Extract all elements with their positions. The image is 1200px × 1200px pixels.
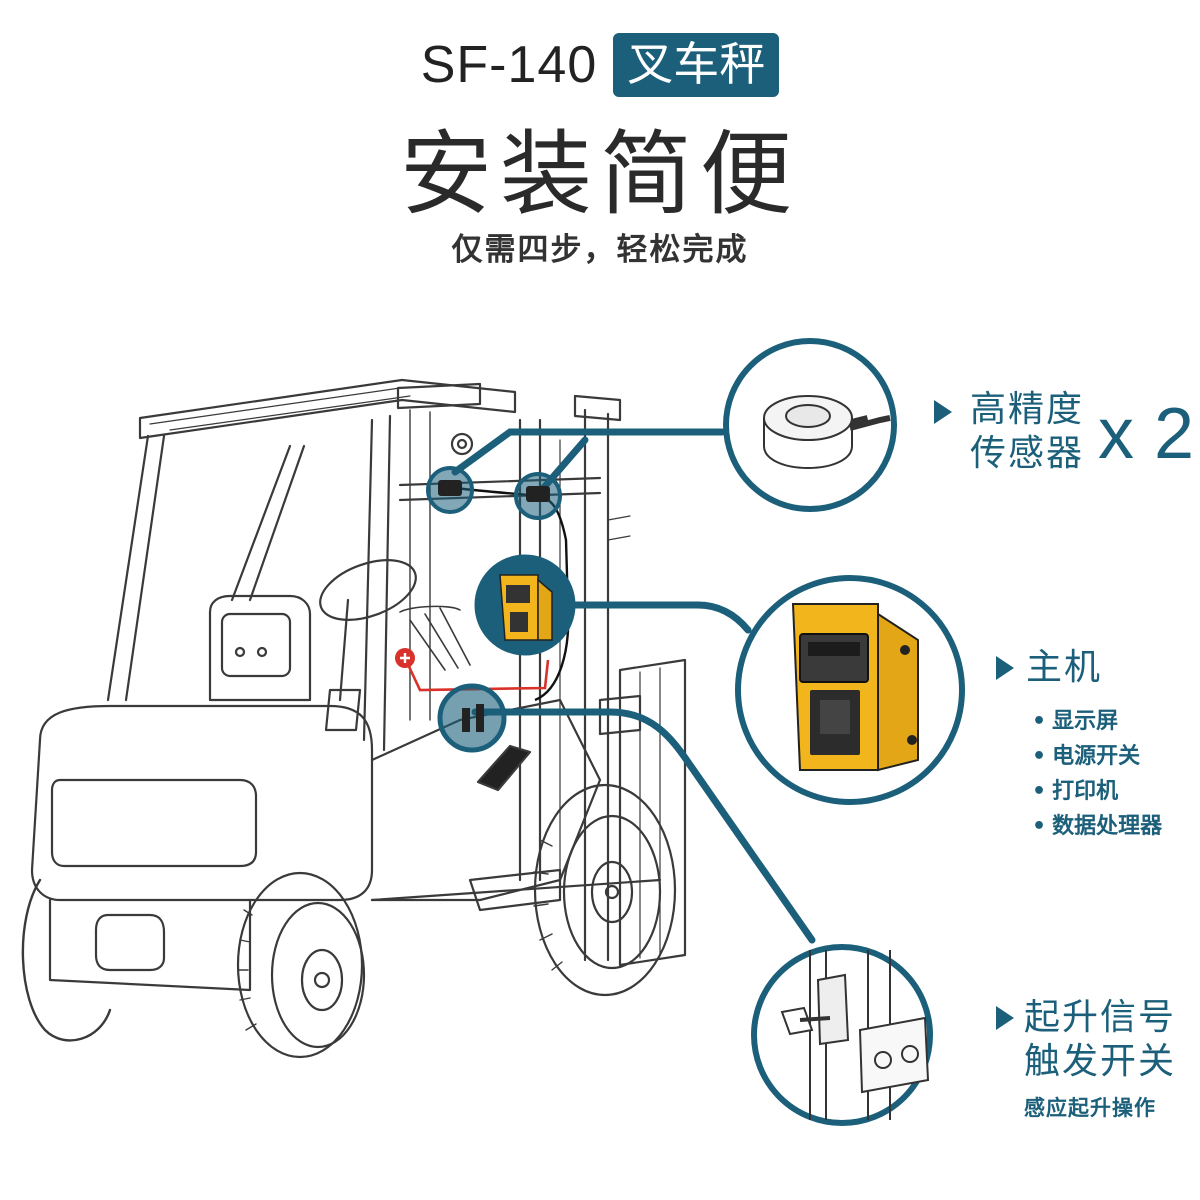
sensor-marker-right (514, 472, 562, 520)
host-feature-item: 显示屏 (1032, 704, 1162, 739)
host-detail-circle (735, 575, 965, 805)
host-feature-list: 显示屏 电源开关 打印机 数据处理器 (1032, 704, 1162, 844)
sensor-label-line2: 传感器 (970, 433, 1085, 474)
trigger-marker (437, 683, 507, 753)
page-title: 安装简便 (399, 121, 800, 228)
trigger-label-line2: 触发开关 (1024, 1041, 1177, 1082)
sensor-label-line1: 高精度 (970, 389, 1085, 430)
rear-wheel (21, 871, 366, 1059)
steering-wheel (319, 559, 417, 732)
trigger-arrow-icon (996, 1006, 1014, 1030)
sensor-quantity: x 2 (1098, 394, 1195, 474)
control-levers (399, 605, 471, 671)
sensor-marker-left (426, 466, 474, 514)
host-feature-item: 电源开关 (1032, 739, 1162, 774)
leader-lines (451, 428, 816, 944)
host-feature-item: 数据处理器 (1032, 809, 1162, 844)
trigger-label-line1: 起升信号 (1024, 997, 1177, 1038)
sensor-label: 高精度 传感器 (970, 388, 1084, 476)
front-wheel (533, 783, 677, 997)
host-label: 主机 (1026, 647, 1103, 688)
page-subtitle: 仅需四步，轻松完成 (451, 232, 749, 268)
host-feature-item: 打印机 (1032, 774, 1162, 809)
sensor-detail-circle (723, 338, 897, 512)
trigger-detail-circle (751, 944, 933, 1126)
host-arrow-icon (996, 656, 1014, 680)
product-badge: 叉车秤 (613, 33, 780, 97)
pedal (476, 744, 532, 792)
header-line: SF-140 叉车秤 (0, 30, 1200, 100)
model-number: SF-140 (420, 36, 598, 94)
forklift-body (30, 698, 662, 992)
seat (208, 594, 312, 702)
sensor-arrow-icon (934, 400, 952, 424)
trigger-label: 起升信号 触发开关 (1024, 996, 1176, 1084)
overhead-guard (106, 378, 517, 752)
host-marker (474, 554, 576, 656)
trigger-note: 感应起升操作 (1024, 1096, 1156, 1120)
